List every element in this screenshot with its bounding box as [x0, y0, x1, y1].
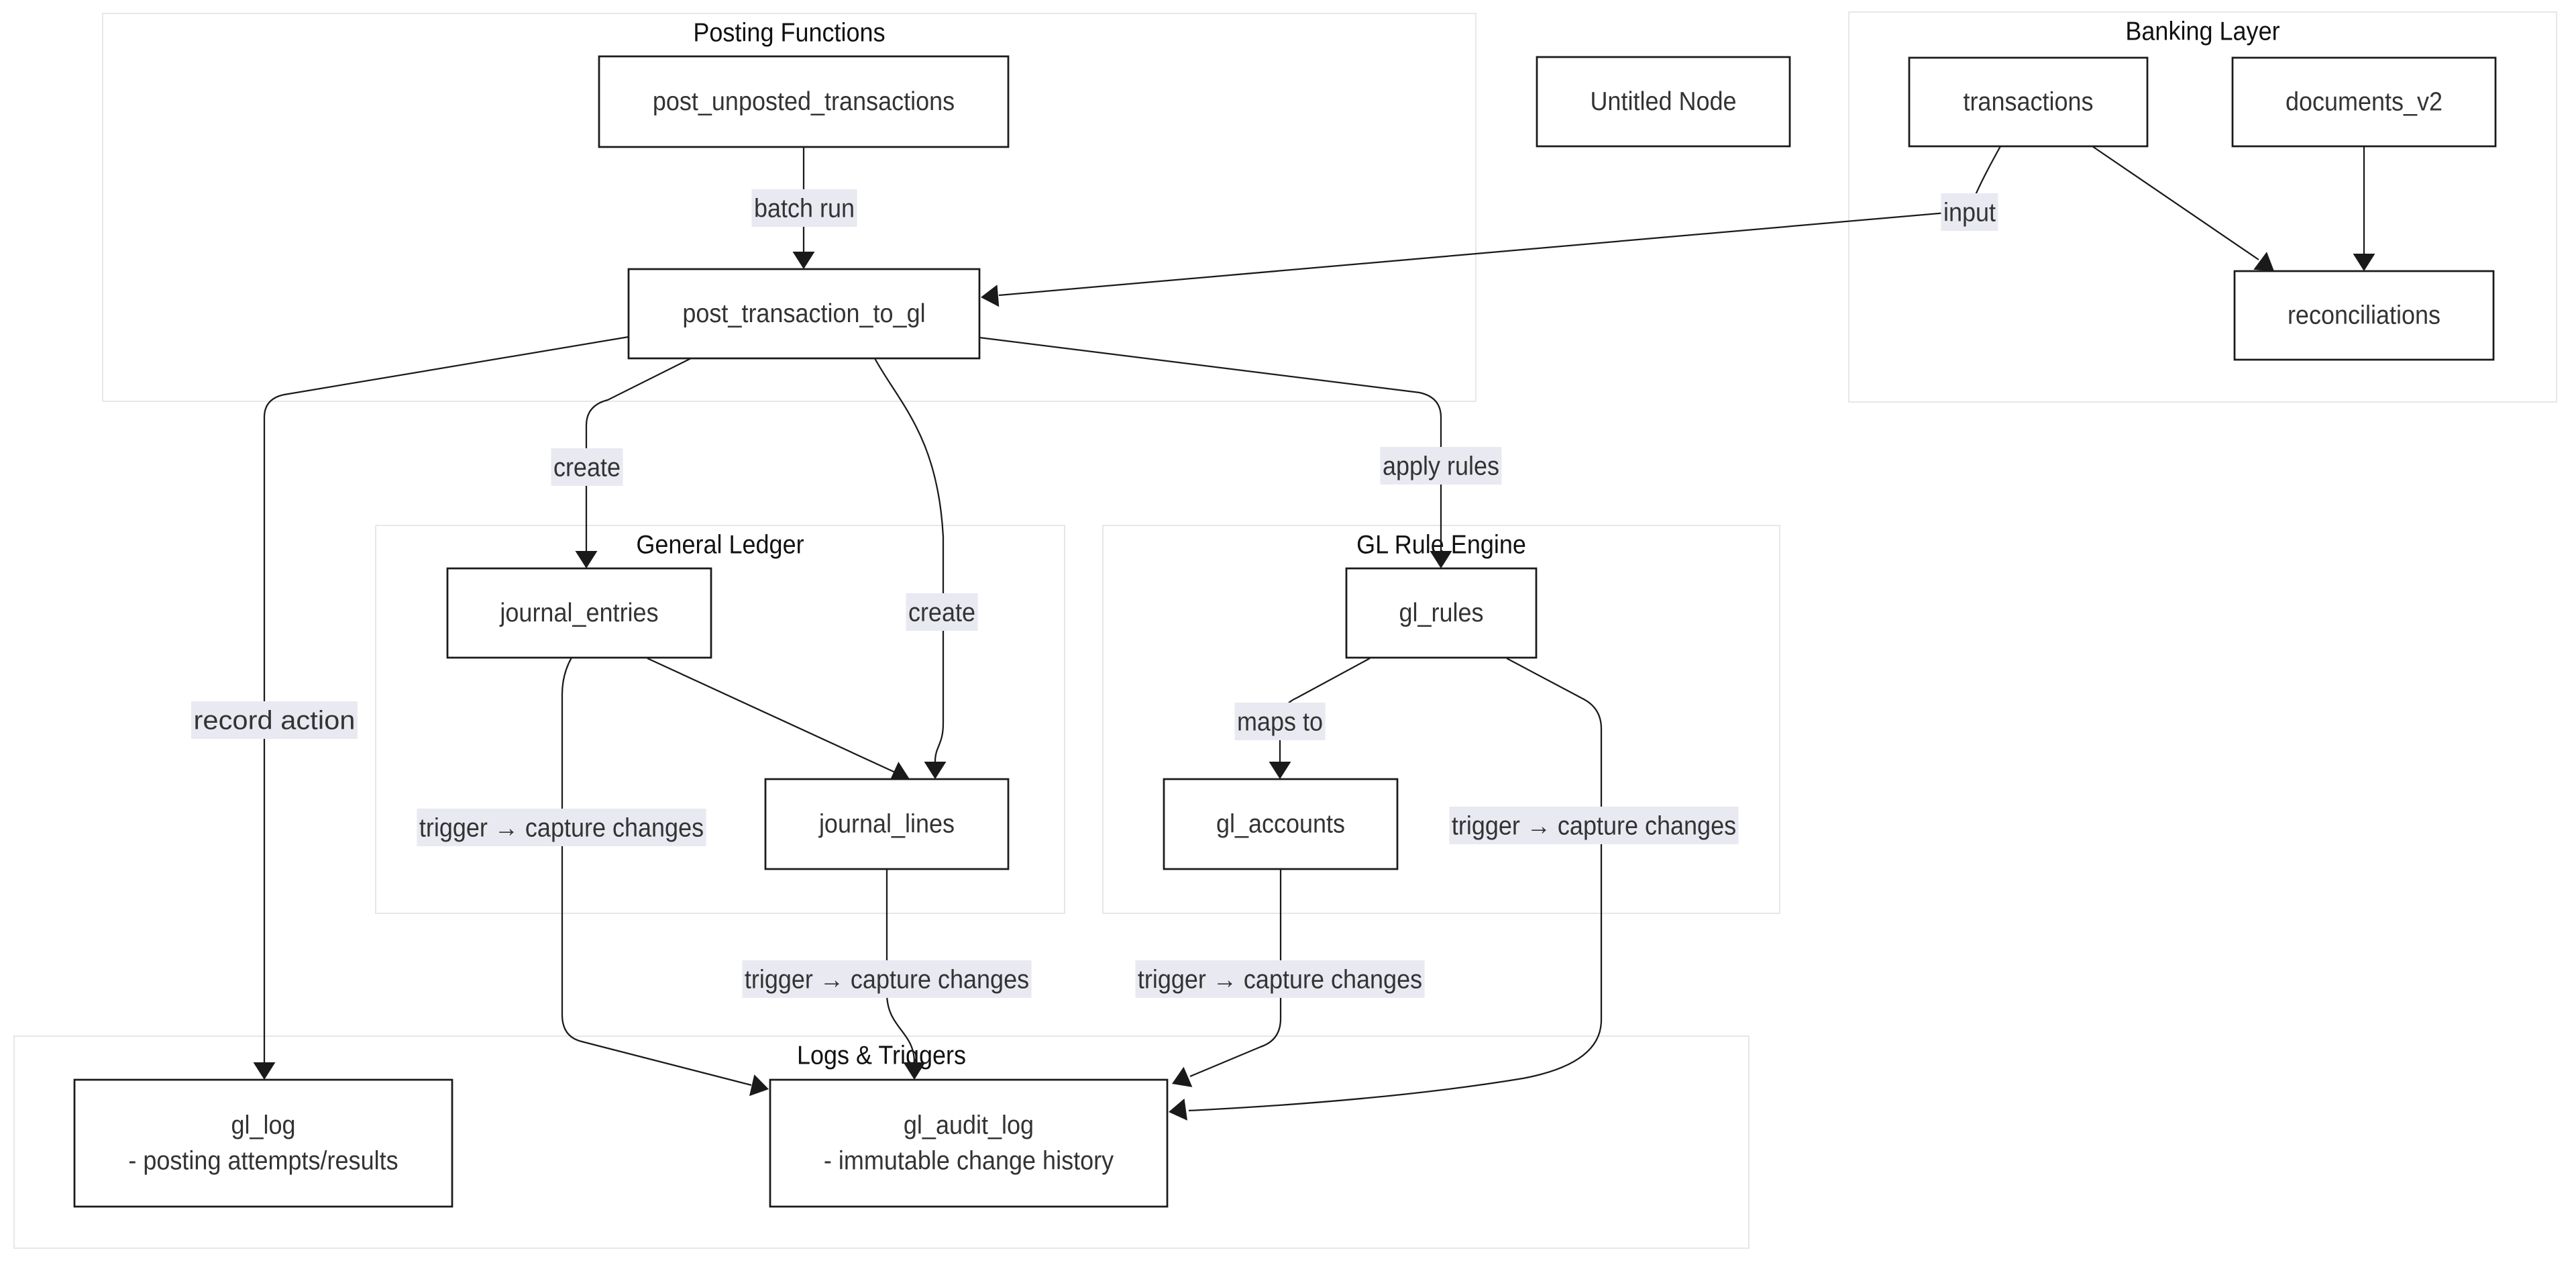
- svg-text:apply rules: apply rules: [1383, 452, 1499, 481]
- svg-text:gl_audit_log: gl_audit_log: [904, 1111, 1034, 1140]
- svg-text:transactions: transactions: [1963, 88, 2093, 117]
- svg-text:maps to: maps to: [1237, 708, 1323, 737]
- svg-text:post_unposted_transactions: post_unposted_transactions: [653, 87, 955, 116]
- svg-text:input: input: [1943, 199, 1996, 227]
- svg-text:journal_lines: journal_lines: [818, 810, 955, 839]
- svg-text:reconciliations: reconciliations: [2288, 301, 2440, 330]
- svg-text:gl_rules: gl_rules: [1399, 599, 1483, 627]
- svg-text:trigger → capture changes: trigger → capture changes: [1452, 812, 1736, 841]
- svg-text:trigger → capture changes: trigger → capture changes: [745, 966, 1029, 995]
- svg-text:trigger → capture changes: trigger → capture changes: [1138, 966, 1422, 995]
- svg-text:journal_entries: journal_entries: [499, 599, 658, 627]
- svg-text:record action: record action: [194, 707, 356, 735]
- svg-text:batch run: batch run: [754, 195, 855, 223]
- svg-text:gl_accounts: gl_accounts: [1216, 810, 1345, 839]
- svg-text:- posting attempts/results: - posting attempts/results: [128, 1147, 398, 1176]
- svg-text:General Ledger: General Ledger: [636, 531, 804, 560]
- svg-text:- immutable change history: - immutable change history: [824, 1147, 1114, 1176]
- svg-text:gl_log: gl_log: [231, 1111, 295, 1140]
- svg-text:Posting Functions: Posting Functions: [693, 19, 885, 48]
- svg-text:documents_v2: documents_v2: [2286, 88, 2443, 117]
- svg-text:trigger → capture changes: trigger → capture changes: [419, 814, 704, 843]
- svg-text:Banking Layer: Banking Layer: [2125, 17, 2279, 46]
- svg-text:post_transaction_to_gl: post_transaction_to_gl: [682, 299, 925, 328]
- svg-text:Untitled Node: Untitled Node: [1590, 87, 1736, 116]
- svg-text:create: create: [908, 599, 975, 627]
- svg-text:create: create: [553, 454, 621, 483]
- svg-text:Logs & Triggers: Logs & Triggers: [797, 1042, 966, 1070]
